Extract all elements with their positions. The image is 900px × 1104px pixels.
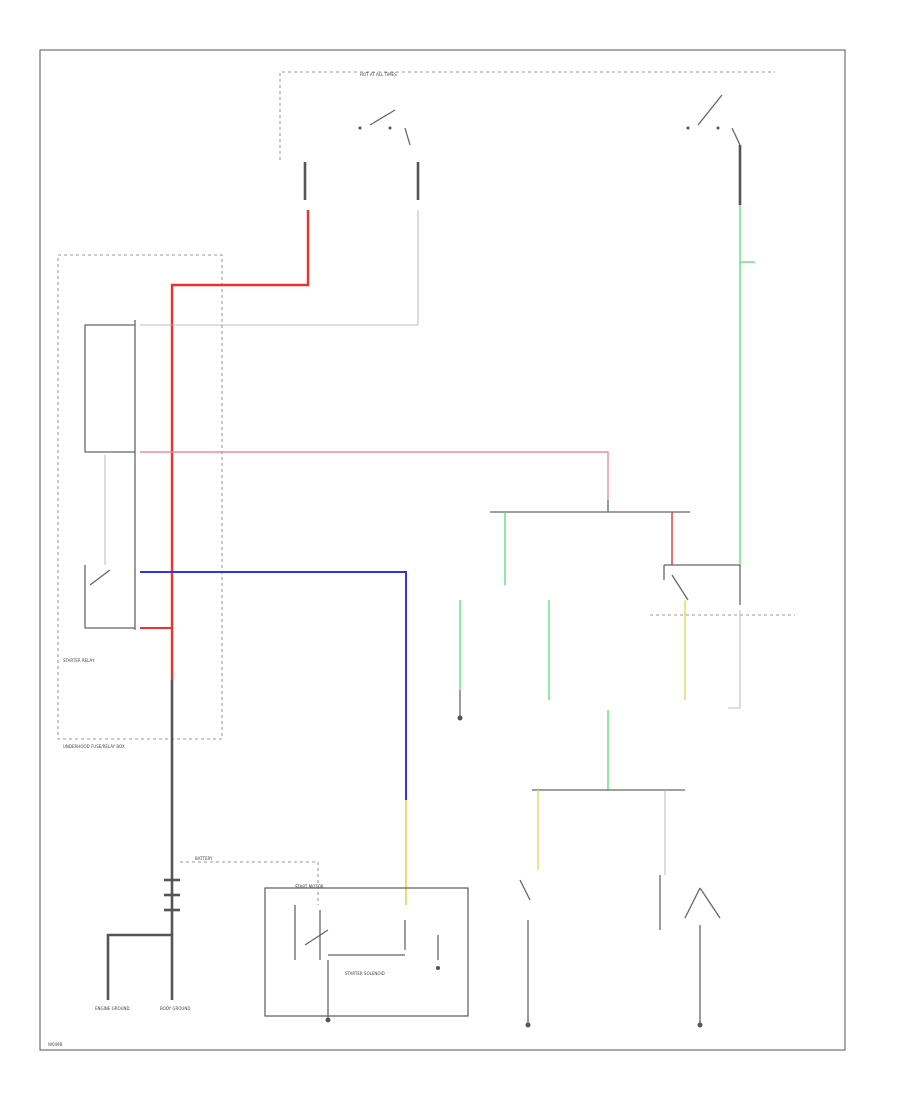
- hot-at-all-times-label: HOT AT ALL TIMES: [360, 72, 397, 77]
- start-motor-label: START MOTOR: [295, 884, 324, 889]
- blue-wire: [140, 571, 407, 800]
- starter-relay: [84, 320, 136, 630]
- diagram-frame: [39, 49, 846, 1051]
- battery-sense-dashed: [180, 861, 319, 905]
- corner-code: W0498: [48, 1042, 63, 1047]
- grey-wire-relay: [140, 210, 419, 326]
- battery-label: BATTERY: [195, 856, 213, 861]
- ignition-switch-left: [358, 109, 411, 146]
- hot-bus-dashed-line: [279, 71, 775, 160]
- engine-ground-label: ENGINE GROUND: [95, 1006, 130, 1011]
- starter-solenoid-label: STARTER SOLENOID: [345, 971, 385, 976]
- relay-output-wire: [728, 610, 741, 709]
- engine-ground-cable: [106, 933, 172, 1000]
- body-ground-label: BODY GROUND: [160, 1006, 190, 1011]
- starter-solenoid-contacts: [294, 905, 440, 1023]
- clutch-interlock-switch: [519, 879, 531, 1028]
- transmission-range-switch: [659, 875, 721, 1028]
- red-wire: [170, 210, 310, 680]
- switch-1-ground: [457, 715, 463, 721]
- starter-cut-relay: [650, 564, 795, 616]
- starter-solenoid-box: [264, 887, 469, 1017]
- underhood-fuse-box-outline: [57, 254, 223, 740]
- underhood-fuse-box-label: UNDERHOOD FUSE/RELAY BOX: [63, 744, 125, 749]
- pink-wire: [140, 451, 609, 500]
- starter-relay-label: STARTER RELAY: [63, 658, 95, 663]
- ignition-switch-right: [686, 94, 741, 146]
